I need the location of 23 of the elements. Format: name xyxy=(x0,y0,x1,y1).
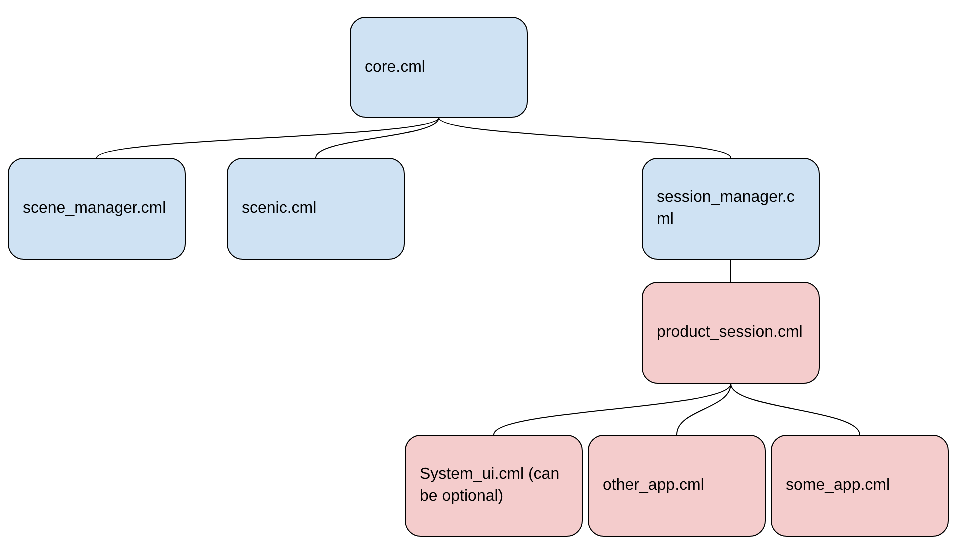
component-box xyxy=(642,282,820,384)
component-box xyxy=(227,158,405,260)
file-name: some_app.cml xyxy=(786,476,890,496)
file-name: scene_manager.cml xyxy=(23,199,166,219)
component-box xyxy=(8,158,186,260)
component-box xyxy=(642,158,820,260)
connector-line xyxy=(730,384,860,436)
component-box xyxy=(588,435,766,537)
component-box xyxy=(771,435,949,537)
file-name: System_ui.cml (can be optional) xyxy=(420,465,561,507)
connector-line xyxy=(730,260,732,282)
file-name: product_session.cml xyxy=(657,323,803,343)
connector-line xyxy=(676,384,732,436)
connector-line xyxy=(438,118,732,158)
component-box xyxy=(350,17,528,118)
file-name: core.cml xyxy=(365,58,426,78)
connector-line xyxy=(494,384,732,436)
connector-line xyxy=(96,118,440,158)
file-name: other_app.cml xyxy=(603,476,704,496)
component-box xyxy=(405,435,583,537)
connector-line xyxy=(316,118,440,158)
file-name: session_manager.cml xyxy=(657,188,796,230)
file-name: scenic.cml xyxy=(242,199,317,219)
